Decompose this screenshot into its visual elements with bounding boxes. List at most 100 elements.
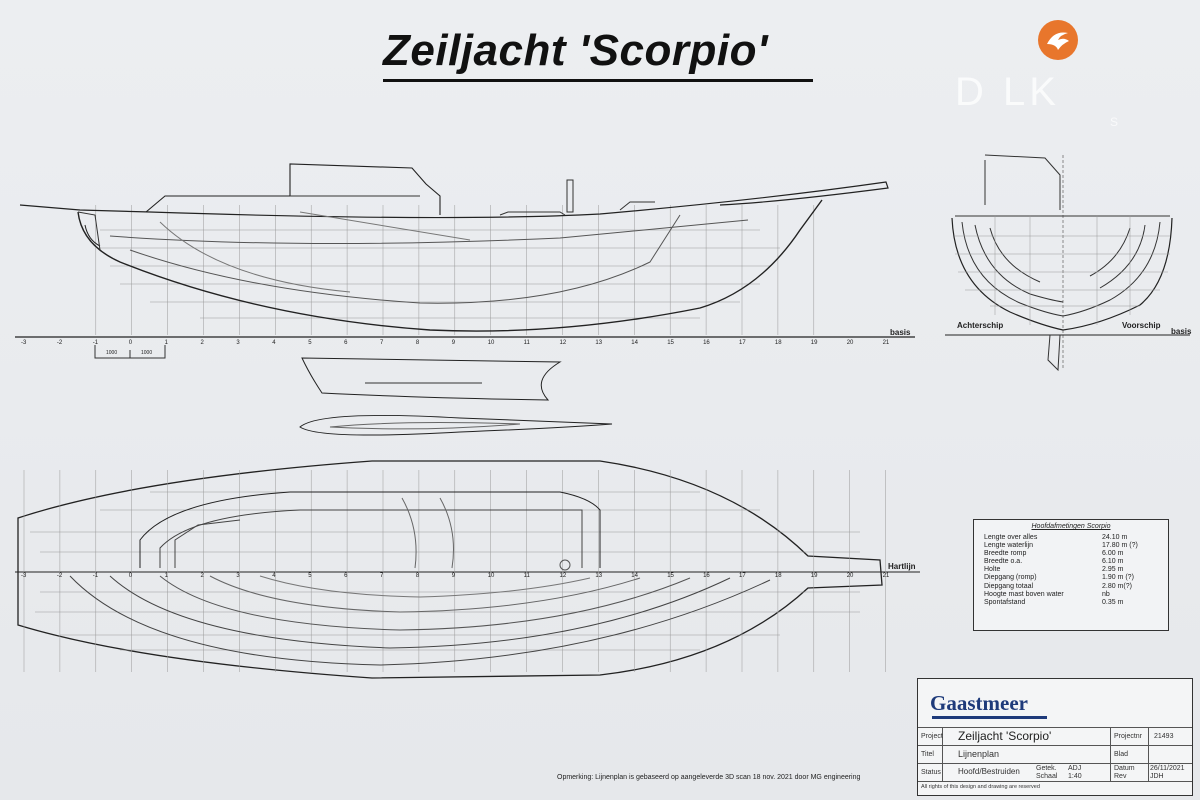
plan-view bbox=[15, 460, 920, 679]
watermark-text: D LK bbox=[955, 70, 1060, 114]
dimension-value: 2.80 m(?) bbox=[1102, 582, 1132, 590]
profile-station-number: 4 bbox=[272, 340, 276, 346]
scale-label-2: 1000 bbox=[141, 350, 153, 356]
plan-station-number: -3 bbox=[21, 573, 27, 579]
plan-station-number: 0 bbox=[128, 573, 133, 579]
dimension-value: nb bbox=[1102, 590, 1110, 598]
profile-station-number: 8 bbox=[415, 340, 420, 346]
profile-grid bbox=[100, 229, 780, 319]
plan-station-number: 11 bbox=[523, 573, 530, 579]
tb-status: Hoofd/Bestruiden bbox=[958, 767, 1020, 776]
tb-project: Zeiljacht 'Scorpio' bbox=[958, 729, 1052, 743]
tb-scale-label: Schaal bbox=[1036, 773, 1058, 780]
dimension-value: 6.00 m bbox=[1102, 550, 1124, 558]
dimension-key: Holte bbox=[984, 566, 1001, 574]
dimensions-row: Breedte o.a. 6.10 m bbox=[974, 558, 1168, 566]
profile-station-number: 13 bbox=[595, 340, 603, 346]
plan-station-number: 20 bbox=[846, 573, 854, 579]
tb-drawn-label: Getek. bbox=[1036, 765, 1057, 772]
title-block: Gaastmeer Project Zeiljacht 'Scorpio' Pr… bbox=[917, 678, 1193, 796]
profile-station-number: -1 bbox=[92, 340, 99, 346]
plan-station-number: 1 bbox=[164, 573, 168, 579]
plan-station-number: 8 bbox=[415, 573, 420, 579]
dimension-key: Diepgang totaal bbox=[984, 582, 1034, 590]
plan-station-number: 2 bbox=[200, 573, 204, 579]
profile-station-number: 11 bbox=[523, 340, 530, 346]
dimension-value: 1.90 m (?) bbox=[1102, 574, 1134, 582]
profile-station-number: 20 bbox=[846, 340, 854, 346]
dimensions-row: Spontafstand 0.35 m bbox=[974, 599, 1168, 607]
plan-station-number: 5 bbox=[308, 573, 312, 579]
profile-station-number: 6 bbox=[344, 340, 348, 346]
tb-status-label: Status bbox=[921, 769, 941, 776]
dimensions-row: Diepgang totaal 2.80 m(?) bbox=[974, 583, 1168, 591]
profile-station-number: 15 bbox=[667, 340, 674, 346]
watermark-subtext: S bbox=[1110, 115, 1121, 129]
dimension-key: Lengte over alles bbox=[984, 534, 1038, 541]
tb-projectnr: 21493 bbox=[1154, 733, 1174, 740]
profile-station-number: 14 bbox=[631, 340, 638, 346]
hartlijn-label: Hartlijn bbox=[888, 562, 916, 571]
dimensions-row: Lengte over alles 24.10 m bbox=[974, 534, 1168, 542]
logo-bird-icon bbox=[1047, 32, 1069, 50]
tb-footer: All rights of this design and drawing ar… bbox=[921, 784, 1040, 790]
plan-station-number: 17 bbox=[739, 573, 746, 579]
plan-station-number: 14 bbox=[631, 573, 638, 579]
plan-station-number: 21 bbox=[882, 573, 890, 579]
keel-foil-section bbox=[299, 414, 613, 436]
dimension-value: 24.10 m bbox=[1102, 534, 1128, 541]
plan-station-number: 7 bbox=[380, 573, 384, 579]
tb-rev: JDH bbox=[1150, 773, 1164, 780]
dimension-key: Breedte o.a. bbox=[984, 558, 1023, 566]
profile-station-number: 19 bbox=[810, 340, 818, 346]
body-plan bbox=[945, 154, 1190, 372]
profile-station-number: -2 bbox=[56, 340, 63, 346]
tb-projectnr-label: Projectnr bbox=[1114, 733, 1143, 740]
plan-station-number: 4 bbox=[272, 573, 276, 579]
dimension-value: 6.10 m bbox=[1102, 558, 1124, 566]
profile-station-number: 2 bbox=[200, 340, 204, 346]
achterschip-label: Achterschip bbox=[957, 321, 1004, 330]
drawing-note: Opmerking: Lijnenplan is gebaseerd op aa… bbox=[557, 774, 861, 781]
voorschip-label: Voorschip bbox=[1122, 321, 1161, 330]
title-underline bbox=[383, 79, 813, 82]
plan-station-lines bbox=[23, 470, 886, 672]
dimension-value: 0.35 m bbox=[1102, 598, 1124, 606]
plan-station-number: 6 bbox=[344, 573, 348, 579]
drawing-title: Zeiljacht 'Scorpio' bbox=[383, 26, 768, 75]
tb-rev-label: Rev bbox=[1114, 773, 1127, 780]
dimension-key: Breedte romp bbox=[984, 550, 1027, 558]
tb-scale: 1:40 bbox=[1068, 773, 1082, 780]
tb-sheet-label: Blad bbox=[1114, 751, 1129, 758]
dimension-value: 17.80 m (?) bbox=[1102, 542, 1138, 550]
profile-station-number: -3 bbox=[21, 340, 27, 346]
plan-station-number: 16 bbox=[703, 573, 710, 579]
scale-label-1: 1000 bbox=[106, 350, 118, 356]
dimensions-row: Holte 2.95 m bbox=[974, 566, 1168, 574]
dimension-key: Hoogte mast boven water bbox=[984, 590, 1064, 598]
profile-view bbox=[15, 163, 915, 359]
dimension-value: 2.95 m bbox=[1102, 566, 1124, 574]
dimensions-row: Breedte romp 6.00 m bbox=[974, 550, 1168, 558]
profile-station-number: 0 bbox=[128, 340, 133, 346]
tb-title-label: Titel bbox=[921, 751, 934, 758]
dimensions-row: Diepgang (romp)1.90 m (?) bbox=[974, 574, 1168, 582]
plan-station-number: 15 bbox=[667, 573, 674, 579]
profile-station-number: 12 bbox=[559, 340, 567, 346]
profile-station-lines bbox=[95, 205, 815, 335]
keel-profile bbox=[301, 357, 562, 401]
tb-project-label: Project bbox=[921, 733, 943, 740]
plan-station-number: 9 bbox=[451, 573, 456, 579]
dimension-key: Spontafstand bbox=[984, 598, 1026, 606]
brand-logo-text: Gaastmeer bbox=[930, 691, 1028, 715]
profile-station-number: 5 bbox=[308, 340, 312, 346]
logo-icon bbox=[1038, 20, 1078, 60]
plan-station-number: 19 bbox=[810, 573, 818, 579]
plan-station-number: 13 bbox=[595, 573, 603, 579]
profile-basis-label: basis bbox=[890, 328, 911, 337]
plan-station-number: 18 bbox=[774, 573, 782, 579]
profile-station-number: 3 bbox=[236, 340, 240, 346]
